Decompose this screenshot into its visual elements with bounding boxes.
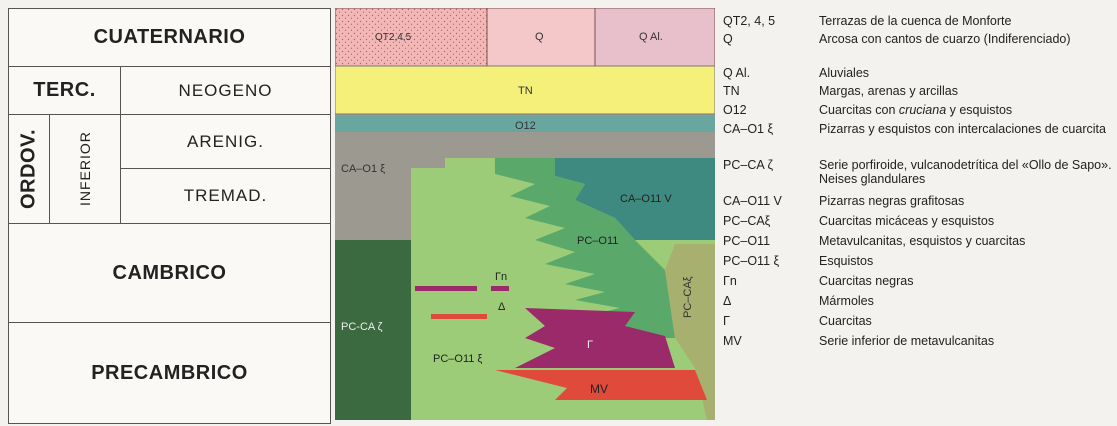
unit-neogene (335, 65, 715, 115)
period-terciario: TERC. (9, 67, 121, 115)
label-o12: O12 (515, 120, 536, 132)
period-cambrico: CAMBRICO (9, 223, 330, 323)
legend-code: QT2, 4, 5 (723, 14, 776, 28)
legend-code: PC–CA ζ (723, 158, 773, 172)
legend-desc: Aluviales (819, 66, 870, 80)
unit-q-aluvial (594, 8, 715, 67)
legend-desc: Cuarcitas negras (819, 274, 914, 288)
stage-tremad: TREMAD. (183, 186, 268, 205)
label-tn: TN (518, 85, 533, 97)
legend-desc: Cuarcitas con cruciana y esquistos (819, 103, 1013, 117)
stage-arenig: ARENIG. (121, 115, 330, 169)
legend-code: PC–O11 ξ (723, 254, 780, 268)
unit-delta-marble (431, 314, 487, 319)
unit-qt-terraces (335, 8, 488, 67)
label-pc-ca-zeta: PC-CA ζ (341, 321, 383, 333)
legend-desc: Terrazas de la cuenca de Monforte (819, 14, 1012, 28)
unit-gamma-quartzite (515, 308, 675, 368)
legend-code: Q (723, 32, 733, 46)
legend-desc: Serie porfiroide, vulcanodetrítica del «… (819, 158, 1112, 186)
legend-desc: Margas, arenas y arcillas (819, 84, 958, 98)
label-q: Q (535, 31, 544, 43)
period-precambrico: PRECAMBRICO (91, 361, 248, 384)
legend-desc: Mármoles (819, 294, 874, 308)
legend-code: CA–O11 V (723, 194, 782, 208)
stratigraphic-table: CUATERNARIO TERC. NEOGENO ORDOV. INFERIO… (8, 8, 331, 424)
legend-desc: Arcosa con cantos de cuarzo (Indiferenci… (819, 32, 1071, 46)
legend-desc: Esquistos (819, 254, 874, 268)
legend-desc: Serie inferior de metavulcanitas (819, 334, 995, 348)
epoch-inferior: INFERIOR (49, 115, 121, 223)
unit-pc-ca-xi (665, 244, 715, 420)
legend-code: Δ (723, 294, 732, 308)
geologic-column-diagram: QT2,4,5 Q Q Al. TN O12 CA–O1 ξ CA–O11 V … (335, 8, 715, 420)
legend-code: Q Al. (723, 66, 751, 80)
legend-code: TN (723, 84, 740, 98)
legend-desc: Cuarcitas (819, 314, 872, 328)
label-qt: QT2,4,5 (375, 32, 412, 43)
label-ca-o1: CA–O1 ξ (341, 163, 385, 175)
legend-code: Γn (723, 274, 737, 288)
legend-code: CA–O1 ξ (723, 122, 774, 136)
label-pc-ca-xi: PC–CAξ (682, 276, 694, 318)
period-ordovicico: ORDOV. (17, 128, 40, 210)
unit-gamma-n-lens-1 (415, 286, 477, 291)
unit-o12-quartzite (335, 116, 715, 132)
label-mv: MV (590, 382, 608, 396)
label-pc-o11: PC–O11 (577, 235, 618, 247)
label-pc-o11-xi: PC–O11 ξ (433, 353, 482, 365)
unit-pc-ca-zeta (335, 240, 411, 420)
unit-mv-metavolcanics (495, 370, 707, 400)
legend-code: PC–CAξ (723, 214, 771, 228)
legend-code: PC–O11 (723, 234, 771, 248)
label-ca-o11v: CA–O11 V (620, 193, 672, 205)
label-gamma-n: Γn (495, 271, 507, 283)
epoch-neogeno: NEOGENO (121, 67, 330, 115)
label-qal: Q Al. (639, 31, 663, 43)
legend-desc: Pizarras negras grafitosas (819, 194, 965, 208)
unit-pc-o11-metavolcanics (495, 158, 675, 338)
legend-desc: Pizarras y esquistos con intercalaciones… (819, 122, 1106, 136)
legend-code: O12 (723, 103, 747, 117)
label-gamma: Γ (587, 339, 593, 351)
legend-code: Γ (723, 314, 730, 328)
legend-desc: Metavulcanitas, esquistos y cuarcitas (819, 234, 1026, 248)
legend-desc: Cuarcitas micáceas y esquistos (819, 214, 995, 228)
legend-code: MV (723, 334, 742, 348)
label-delta: Δ (498, 301, 506, 313)
unit-ca-o11-v (555, 158, 715, 240)
unit-gamma-n-lens-2 (491, 286, 509, 291)
period-cuaternario: CUATERNARIO (9, 9, 330, 67)
